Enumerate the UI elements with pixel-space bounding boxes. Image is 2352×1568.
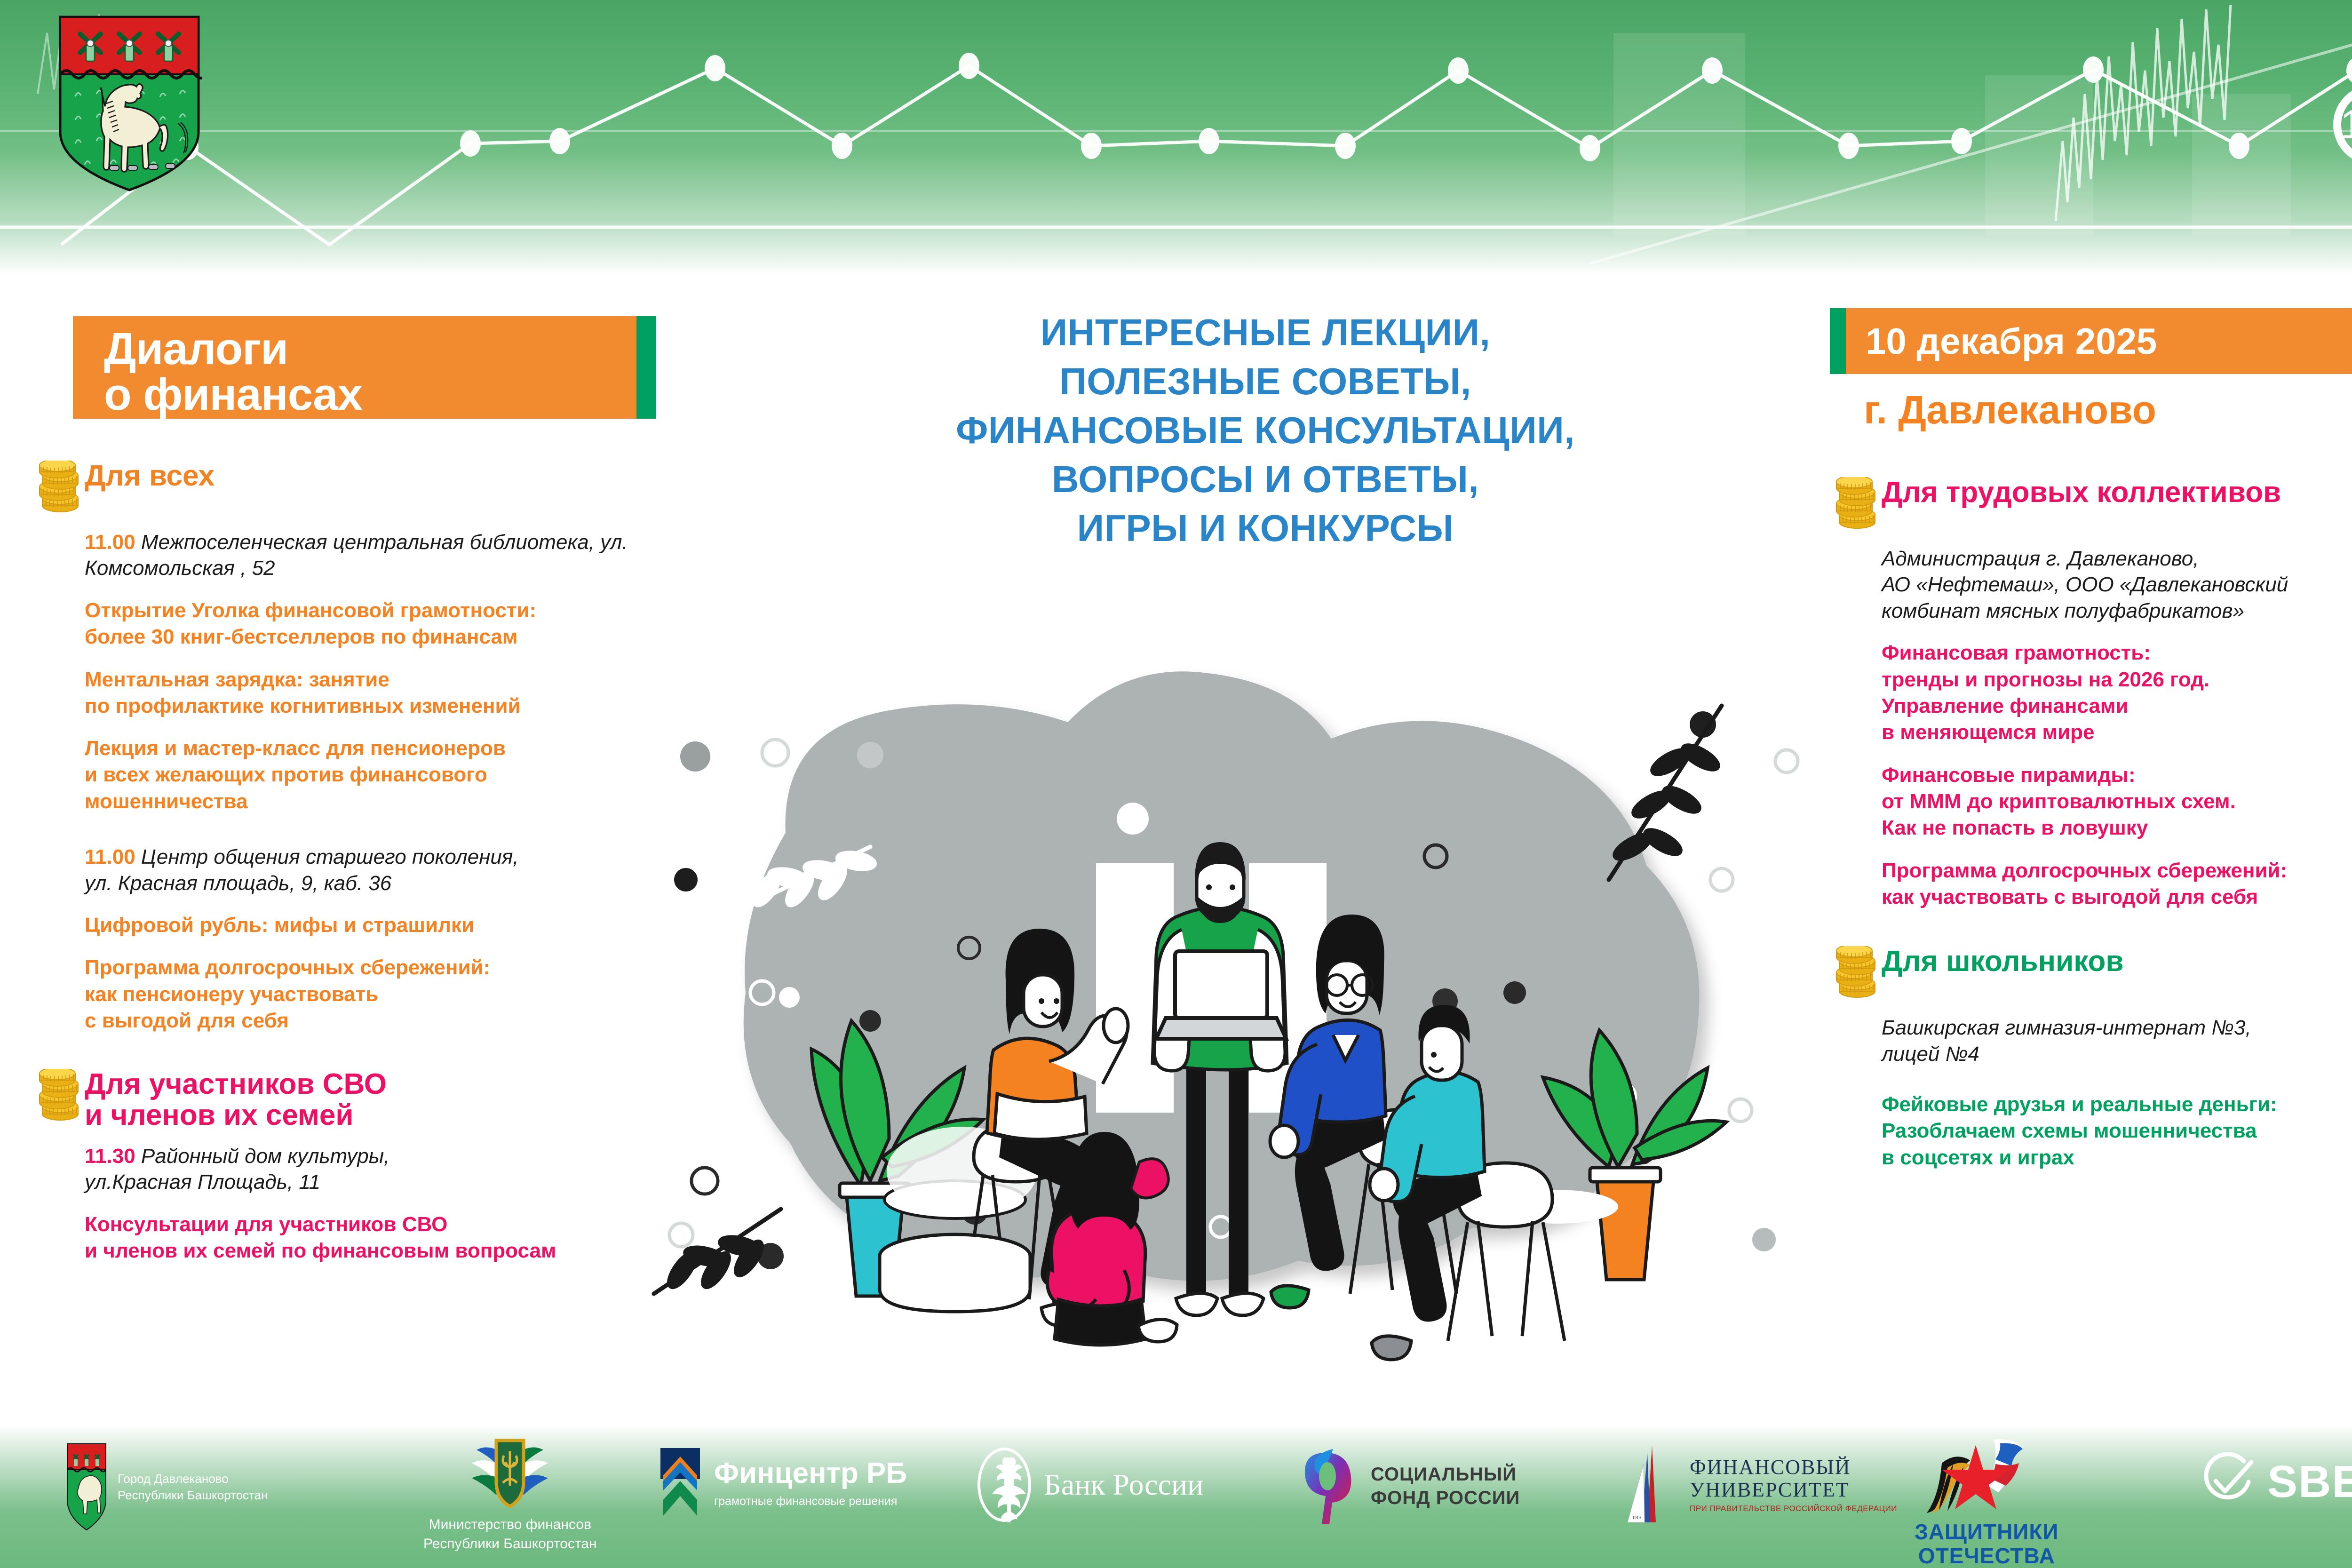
minfin-rb-emblem-icon — [472, 1439, 548, 1508]
logo-sub: ПРИ ПРАВИТЕЛЬСТВЕ РОССИЙСКОЙ ФЕДЕРАЦИИ — [1690, 1504, 1897, 1513]
logo-line-2: УНИВЕРСИТЕТ — [1690, 1478, 1850, 1501]
center-headline: ИНТЕРЕСНЫЕ ЛЕКЦИИ, ПОЛЕЗНЫЕ СОВЕТЫ, ФИНА… — [828, 308, 1703, 553]
program-item: Фейковые друзья и реальные деньги: Разоб… — [1882, 1093, 2277, 1169]
zashchitniki-star-ribbon-icon — [1927, 1439, 2023, 1513]
section-for-everyone: Для всех 11.00 Межпоселенческая централь… — [33, 459, 691, 1034]
logo-sber: SBER — [2197, 1452, 2352, 1512]
section-title: Для трудовых коллективов — [1882, 476, 2281, 509]
logo-davlekanovo-caption: Город Давлеканово Республики Башкортоста… — [118, 1471, 268, 1504]
logo-fincentr-rb: Финцентр РБ грамотные финансовые решения — [659, 1447, 907, 1518]
coin-stack-icon — [33, 1067, 85, 1125]
logo-zashchitniki-caption: ЗАЩИТНИКИ ОТЕЧЕСТВА — [1915, 1520, 2059, 1568]
davlekanovo-coat-of-arms-icon — [59, 16, 202, 191]
program-item: Цифровой рубль: мифы и страшилки — [85, 913, 475, 937]
program-item: Ментальная зарядка: занятие по профилакт… — [85, 668, 521, 717]
fincentr-chevron-icon — [660, 1448, 700, 1516]
venue-text: Администрация г. Давлеканово, АО «Нефтем… — [1882, 547, 2288, 622]
headline-line-5: ИГРЫ И КОНКУРСЫ — [1077, 507, 1454, 549]
logo-line-1: СОЦИАЛЬНЫЙ — [1371, 1464, 1517, 1485]
bank-rossii-eagle-icon — [977, 1448, 1031, 1522]
logo-davlekanovo-coat: Город Давлеканово Республики Башкортоста… — [66, 1442, 268, 1532]
logo-tagline: грамотные финансовые решения — [714, 1495, 898, 1508]
logo-socfond-caption: СОЦИАЛЬНЫЙ ФОНД РОССИИ — [1371, 1463, 1520, 1510]
logo-minfin-rb: Министерство финансов Республики Башкорт… — [423, 1434, 597, 1553]
section-for-svo: Для участников СВО и членов их семей 11.… — [33, 1067, 691, 1264]
logo-line-1: ФИНАНСОВЫЙ — [1690, 1455, 1851, 1479]
age-rating-label: 12+ — [2340, 102, 2352, 147]
finuniver-sail-icon: 1919 — [1627, 1445, 1656, 1523]
headline-line-4: ВОПРОСЫ И ОТВЕТЫ, — [1051, 458, 1479, 500]
section-title: Для участников СВО и членов их семей — [85, 1068, 387, 1131]
venue-text: Межпоселенческая центральная библиотека,… — [85, 531, 628, 580]
headline-line-2: ПОЛЕЗНЫЕ СОВЕТЫ, — [1059, 360, 1471, 402]
event-date: 10 декабря 2025 — [1866, 320, 2157, 362]
date-accent-bar — [1830, 308, 1846, 374]
logo-line-2: Республики Башкортостан — [423, 1536, 597, 1552]
logo-bank-rossii: Банк России — [976, 1447, 1203, 1522]
program-item: Консультации для участников СВО и членов… — [85, 1212, 556, 1262]
logo-fincentr-caption: Финцентр РБ грамотные финансовые решения — [714, 1457, 907, 1508]
event-city: г. Давлеканово — [1864, 388, 2156, 432]
logo-line-1: Министерство финансов — [429, 1517, 592, 1532]
poster-title-line1: Диалоги — [104, 324, 288, 374]
venue-line: 11.30 Районный дом культуры, ул.Красная … — [85, 1143, 691, 1195]
logo-zashchitniki-otechestva: ЗАЩИТНИКИ ОТЕЧЕСТВА — [1915, 1435, 2059, 1568]
event-date-block: 10 декабря 2025 г. Давлеканово — [1830, 308, 2352, 433]
footer-logos: Город Давлеканово Республики Башкортоста… — [0, 1425, 2352, 1568]
logo-name: Банк России — [1044, 1468, 1204, 1501]
poster-title: Диалоги о финансах — [104, 324, 363, 420]
header-graph-pattern — [0, 0, 2352, 265]
socfond-emblem-icon — [1304, 1449, 1351, 1524]
coin-stack-icon — [33, 459, 85, 517]
date-plate: 10 декабря 2025 — [1846, 308, 2352, 374]
meeting-illustration — [652, 671, 1800, 1361]
logo-line-2: Республики Башкортостан — [118, 1488, 268, 1502]
logo-minfin-caption: Министерство финансов Республики Башкорт… — [423, 1515, 597, 1553]
logo-name: SBER — [2267, 1457, 2352, 1507]
venue-line: 11.00 Межпоселенческая центральная библи… — [85, 529, 691, 581]
left-program-column: Для всех 11.00 Межпоселенческая централь… — [33, 459, 691, 1264]
venue-time: 11.30 — [85, 1144, 135, 1168]
venue-line: 11.00 Центр общения старшего поколения, … — [85, 844, 691, 896]
logo-socfond-rossii: СОЦИАЛЬНЫЙ ФОНД РОССИИ — [1298, 1447, 1520, 1525]
footer-partner-band: Город Давлеканово Республики Башкортоста… — [0, 1425, 2352, 1568]
section-title: Для школьников — [1882, 945, 2124, 978]
program-item: Лекция и мастер-класс для пенсионеров и … — [85, 737, 506, 813]
logo-line-2: ФОНД РОССИИ — [1371, 1487, 1520, 1508]
logo-line-2: ОТЕЧЕСТВА — [1918, 1543, 2055, 1568]
program-item: Открытие Уголка финансовой грамотности: … — [85, 598, 537, 649]
logo-finuniver-caption: ФИНАНСОВЫЙ УНИВЕРСИТЕТ ПРИ ПРАВИТЕЛЬСТВЕ… — [1690, 1456, 1897, 1514]
venue-text: Башкирская гимназия-интернат №3, лицей №… — [1882, 1016, 2251, 1066]
headline-line-1: ИНТЕРЕСНЫЕ ЛЕКЦИИ, — [1040, 311, 1491, 353]
venue-text: Центр общения старшего поколения, ул. Кр… — [85, 845, 519, 895]
venue-time: 11.00 — [85, 845, 135, 869]
program-item: Финансовая грамотность: тренды и прогноз… — [1882, 641, 2210, 744]
logo-line-1: Город Давлеканово — [118, 1471, 229, 1486]
logo-name: Финцентр РБ — [714, 1457, 907, 1489]
logo-finansovy-universitet: 1919 ФИНАНСОВЫЙ УНИВЕРСИТЕТ ПРИ ПРАВИТЕЛ… — [1623, 1442, 1897, 1527]
coin-stack-icon — [1830, 475, 1882, 533]
header-band: 12+ — [0, 0, 2352, 275]
svg-text:1919: 1919 — [1632, 1515, 1641, 1520]
coin-stack-icon — [1830, 944, 1882, 1003]
program-item: Финансовые пирамиды: от МММ до криптовал… — [1882, 763, 2236, 840]
headline-line-3: ФИНАНСОВЫЕ КОНСУЛЬТАЦИИ, — [956, 409, 1575, 451]
poster-title-plate: Диалоги о финансах — [73, 316, 656, 419]
poster-title-line2: о финансах — [104, 369, 363, 420]
program-item: Программа долгосрочных сбережений: как у… — [1882, 859, 2288, 908]
sber-check-icon — [2204, 1452, 2254, 1500]
title-plate-accent-bar — [636, 316, 656, 419]
venue-time: 11.00 — [85, 531, 135, 554]
program-item: Программа долгосрочных сбережений: как п… — [85, 956, 491, 1032]
right-program-column: Для трудовых коллективов Администрация г… — [1830, 475, 2352, 1171]
section-for-work-collectives: Для трудовых коллективов Администрация г… — [1830, 475, 2352, 910]
logo-line-1: ЗАЩИТНИКИ — [1915, 1520, 2059, 1544]
davlekanovo-coat-icon — [66, 1443, 107, 1531]
section-for-schoolchildren: Для школьников Башкирская гимназия-интер… — [1830, 944, 2352, 1171]
section-title: Для всех — [85, 460, 215, 492]
venue-text: Районный дом культуры, ул.Красная Площад… — [85, 1144, 390, 1194]
